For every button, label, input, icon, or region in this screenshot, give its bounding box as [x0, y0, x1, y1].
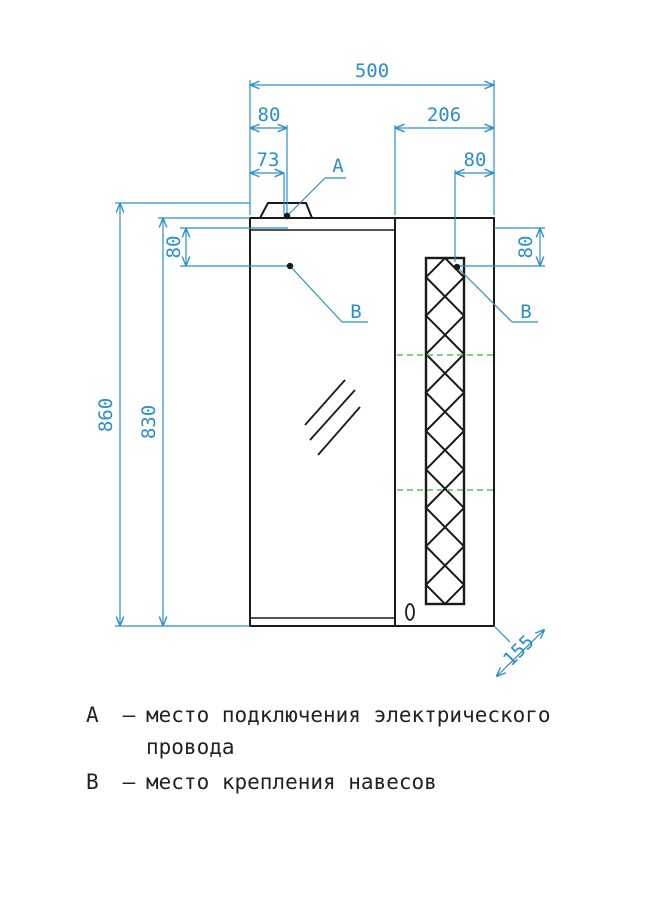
legend-dash: – [122, 770, 136, 794]
legend-line-a: A–место подключения электрического [86, 703, 551, 727]
lattice-diamond [424, 410, 466, 452]
dim-wire-offset: 73 [257, 149, 280, 171]
legend-key: B [86, 770, 99, 794]
lattice-diamond [424, 371, 466, 414]
point-b-right [453, 263, 461, 271]
cabinet-outline [249, 202, 495, 627]
dim-left-vertical: 80 [163, 236, 185, 259]
lattice-diamond [424, 295, 466, 337]
lattice-diamond [424, 333, 466, 375]
lattice-diamond [424, 525, 466, 567]
lattice-diamond [424, 487, 466, 529]
legend-dash: – [122, 703, 136, 727]
leader-a [286, 177, 326, 217]
legend-line-b: B–место крепления навесов [86, 770, 437, 794]
lattice-diamond [424, 256, 466, 298]
legend-line-a-cont: провода [146, 735, 235, 759]
lattice-diamond [424, 448, 466, 491]
mirror-glare-icon [304, 379, 361, 456]
door-knob [405, 603, 415, 621]
marker-b-right: B [520, 301, 531, 323]
marker-b-left: B [350, 301, 361, 323]
legend-key: A [86, 703, 99, 727]
right-section [394, 217, 495, 627]
leader-b-left [289, 265, 343, 323]
point-a [283, 212, 291, 220]
point-b-left [286, 262, 294, 270]
dim-body-height: 830 [138, 405, 160, 439]
mirror-door [249, 217, 396, 627]
legend-text: место подключения электрического [146, 703, 551, 727]
dim-total-width: 500 [355, 60, 389, 82]
leader-b-right [456, 266, 513, 323]
legend-text: провода [146, 735, 235, 759]
shelf-marks [397, 354, 494, 491]
dim-total-height: 860 [95, 398, 117, 432]
dim-right-section: 206 [427, 104, 461, 126]
diamond-lattice [424, 256, 466, 606]
dim-line-depth [497, 630, 544, 676]
legend-text: место крепления навесов [146, 770, 437, 794]
marker-a: A [332, 155, 344, 177]
dim-left-hang: 80 [258, 104, 281, 126]
dim-right-hang: 80 [464, 149, 487, 171]
dim-right-vertical: 80 [515, 236, 537, 259]
lattice-diamond [424, 564, 466, 606]
